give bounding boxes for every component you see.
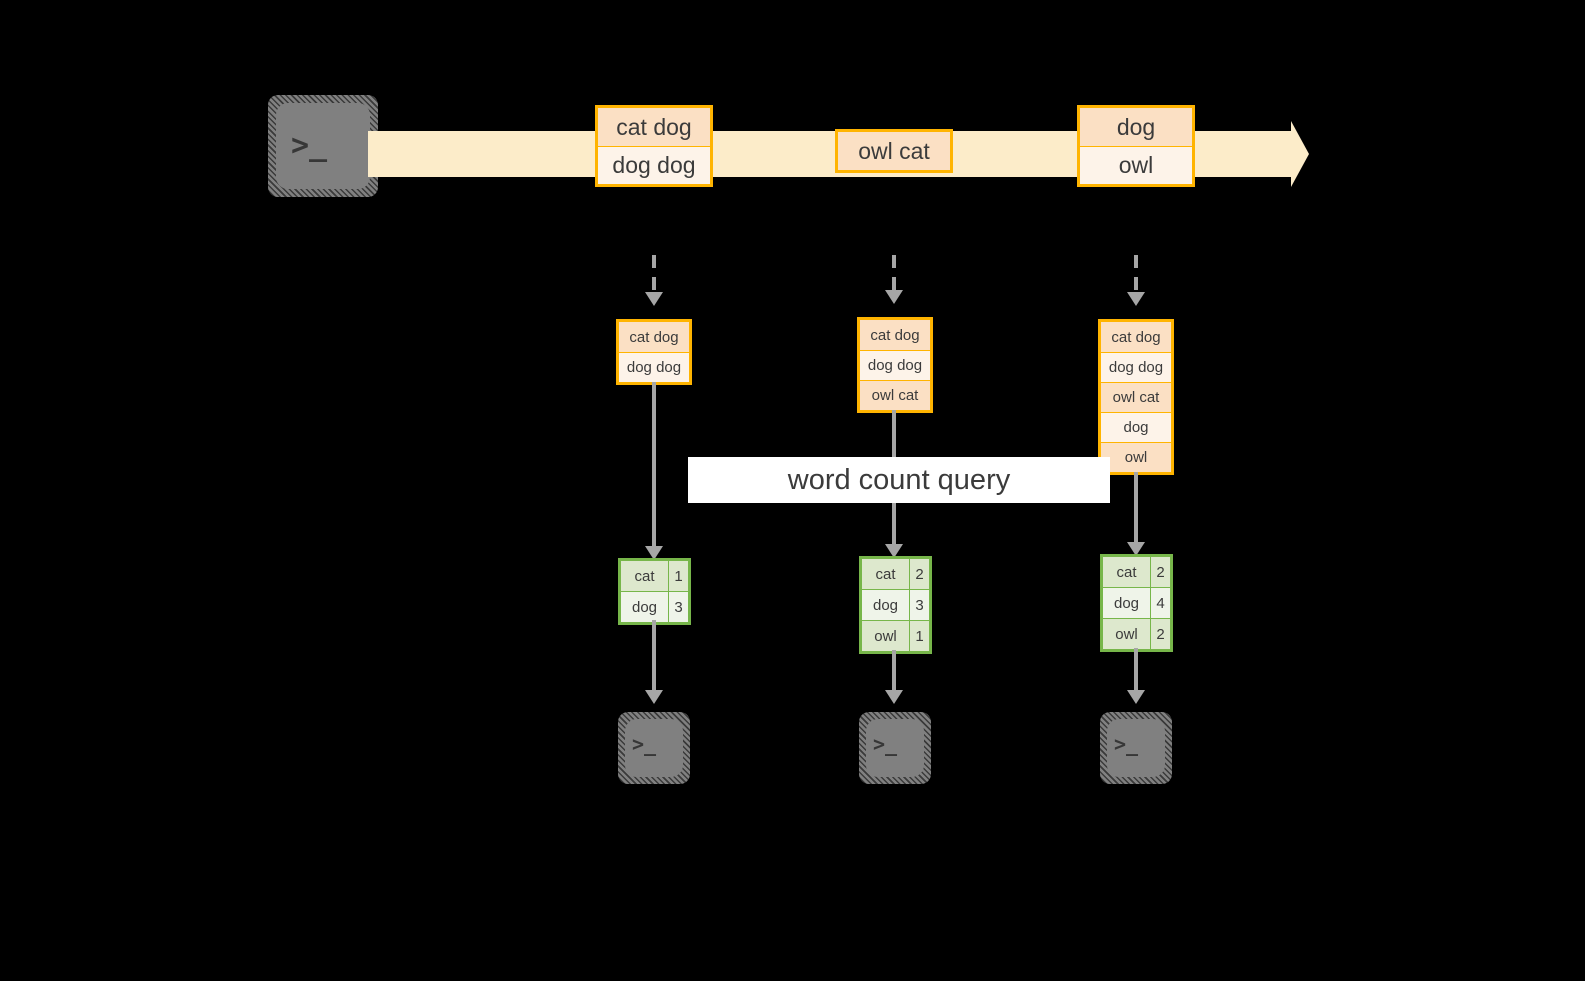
stream-arrowhead-icon [1291, 121, 1309, 187]
count-cell: 2 [1156, 625, 1165, 643]
table-row: dog 4 [1103, 587, 1170, 618]
table-row: dog 3 [862, 589, 929, 620]
table-row: owl 2 [1103, 618, 1170, 649]
input-to-result-arrowhead-3 [1127, 542, 1145, 556]
count-cell: 1 [915, 627, 924, 645]
input-to-result-arrowhead-1 [645, 546, 663, 560]
input-row: cat dog [860, 320, 930, 350]
terminal-prompt-glyph: >_ [1114, 732, 1139, 756]
result-table-2: cat 2 dog 3 owl 1 [859, 556, 932, 654]
table-row: cat 2 [862, 559, 929, 589]
batch-row: dog dog [598, 146, 710, 184]
batch-row: dog [1080, 108, 1192, 146]
word-cell: dog [862, 590, 910, 620]
input-row: dog dog [860, 350, 930, 380]
sink-terminal-2: >_ [859, 712, 931, 784]
terminal-prompt-glyph: >_ [873, 732, 898, 756]
stream-to-input-connector-1 [652, 255, 656, 293]
stream-batch-2: owl cat [835, 129, 953, 173]
query-label: word count query [688, 457, 1110, 503]
input-row: dog [1101, 412, 1171, 442]
terminal-prompt-glyph: >_ [291, 128, 328, 163]
table-row: dog 3 [621, 591, 688, 622]
count-cell: 1 [674, 567, 683, 585]
batch-row: owl cat [838, 132, 950, 170]
stream-to-input-arrowhead-1 [645, 292, 663, 306]
stream-to-input-connector-3 [1134, 255, 1138, 293]
table-row: owl 1 [862, 620, 929, 651]
input-row: cat dog [619, 322, 689, 352]
accumulated-input-1: cat dog dog dog [616, 319, 692, 385]
input-row: owl cat [1101, 382, 1171, 412]
batch-row: owl [1080, 146, 1192, 184]
table-row: cat 2 [1103, 557, 1170, 587]
sink-terminal-3: >_ [1100, 712, 1172, 784]
stream-to-input-arrowhead-2 [885, 290, 903, 304]
word-cell: owl [1103, 619, 1151, 649]
input-to-result-connector-3 [1134, 472, 1138, 550]
result-to-sink-arrowhead-3 [1127, 690, 1145, 704]
accumulated-input-2: cat dog dog dog owl cat [857, 317, 933, 413]
word-cell: dog [621, 592, 669, 622]
count-cell: 3 [674, 598, 683, 616]
result-to-sink-connector-1 [652, 620, 656, 698]
sink-terminal-1: >_ [618, 712, 690, 784]
result-table-3: cat 2 dog 4 owl 2 [1100, 554, 1173, 652]
stream-batch-3: dog owl [1077, 105, 1195, 187]
table-row: cat 1 [621, 561, 688, 591]
input-row: owl cat [860, 380, 930, 410]
stream-to-input-connector-2 [892, 255, 896, 291]
count-cell: 2 [915, 565, 924, 583]
word-cell: dog [1103, 588, 1151, 618]
source-terminal-icon: >_ [268, 95, 378, 197]
count-cell: 2 [1156, 563, 1165, 581]
input-row: dog dog [1101, 352, 1171, 382]
count-cell: 4 [1156, 594, 1165, 612]
stream-batch-1: cat dog dog dog [595, 105, 713, 187]
word-cell: cat [862, 559, 910, 589]
input-row: owl [1101, 442, 1171, 472]
terminal-prompt-glyph: >_ [632, 732, 657, 756]
stream-to-input-arrowhead-3 [1127, 292, 1145, 306]
input-row: dog dog [619, 352, 689, 382]
result-to-sink-connector-3 [1134, 648, 1138, 698]
result-table-1: cat 1 dog 3 [618, 558, 691, 625]
count-cell: 3 [915, 596, 924, 614]
input-row: cat dog [1101, 322, 1171, 352]
input-to-result-arrowhead-2 [885, 544, 903, 558]
result-to-sink-connector-2 [892, 650, 896, 698]
word-cell: cat [621, 561, 669, 591]
result-to-sink-arrowhead-1 [645, 690, 663, 704]
batch-row: cat dog [598, 108, 710, 146]
word-cell: cat [1103, 557, 1151, 587]
accumulated-input-3: cat dog dog dog owl cat dog owl [1098, 319, 1174, 475]
word-cell: owl [862, 621, 910, 651]
input-to-result-connector-1 [652, 382, 656, 554]
result-to-sink-arrowhead-2 [885, 690, 903, 704]
